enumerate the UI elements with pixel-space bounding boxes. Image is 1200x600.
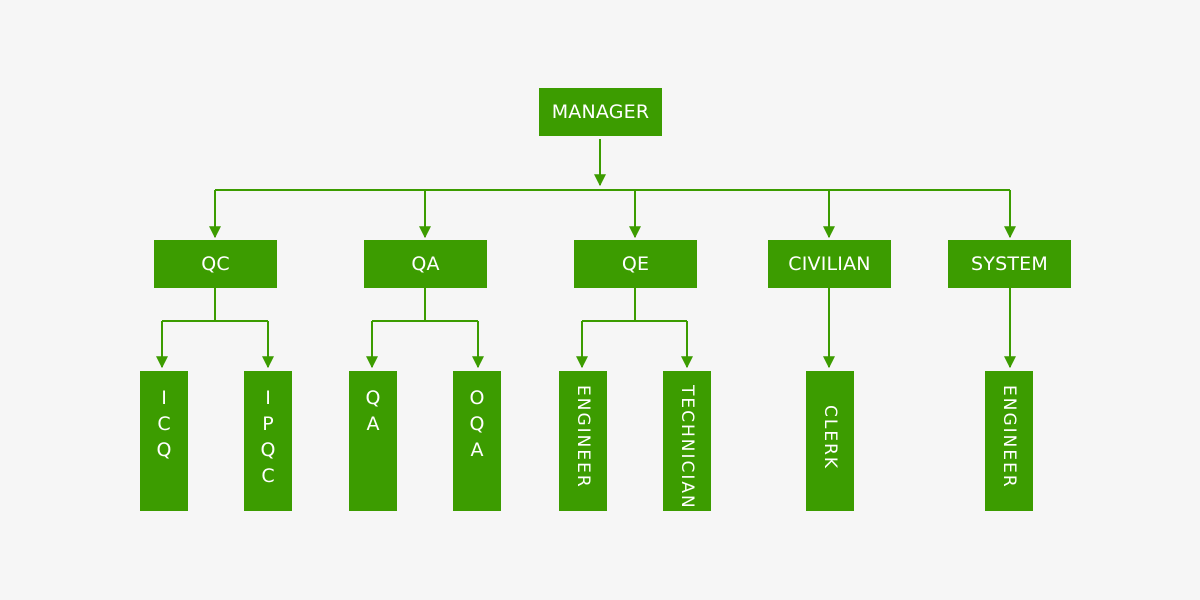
node-manager: MANAGER [539,88,662,136]
node-manager-label: MANAGER [551,101,650,123]
node-qc: QC [154,240,277,288]
node-clerk: CLERK [806,371,854,511]
node-qe-engineer: ENGINEER [559,371,607,511]
node-system-engineer-label: ENGINEER [999,385,1019,489]
node-system-label: SYSTEM [971,253,1048,275]
node-clerk-label: CLERK [820,405,840,471]
node-system: SYSTEM [948,240,1071,288]
node-system-engineer: ENGINEER [985,371,1033,511]
node-technician: TECHNICIAN [663,371,711,511]
node-qe-engineer-label: ENGINEER [573,385,593,489]
node-civilian: CIVILIAN [768,240,891,288]
node-qa: QA [364,240,487,288]
node-technician-label: TECHNICIAN [677,385,697,510]
node-qa-label: QA [411,253,440,275]
node-qe: QE [574,240,697,288]
node-qe-label: QE [621,253,650,275]
node-qc-label: QC [201,253,230,275]
node-civilian-label: CIVILIAN [788,253,871,275]
